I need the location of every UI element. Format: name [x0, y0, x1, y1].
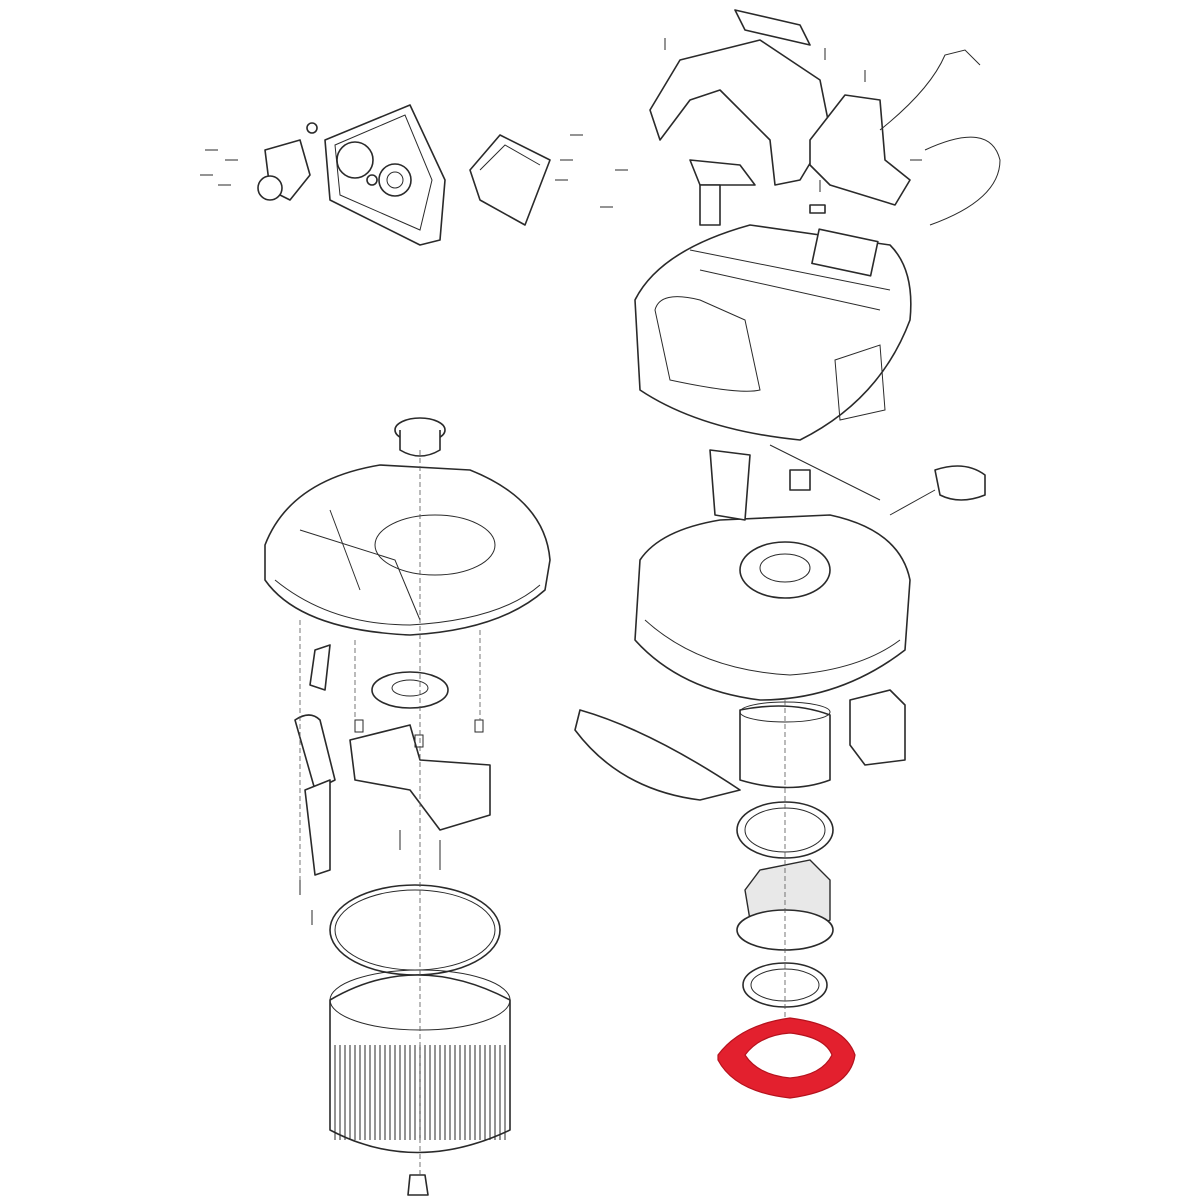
- latch-parts: [294, 644, 491, 925]
- top-cover: [634, 224, 912, 441]
- motor-housing: [634, 444, 986, 701]
- control-panel-assembly: [200, 104, 628, 246]
- head-assembly: [264, 417, 551, 636]
- motor-parts: [574, 689, 906, 1008]
- filter-assembly: [329, 884, 511, 1196]
- assembly-axis-lines: [299, 450, 786, 1175]
- highlighted-gasket: [717, 1017, 856, 1099]
- handle-assembly: [649, 9, 1001, 226]
